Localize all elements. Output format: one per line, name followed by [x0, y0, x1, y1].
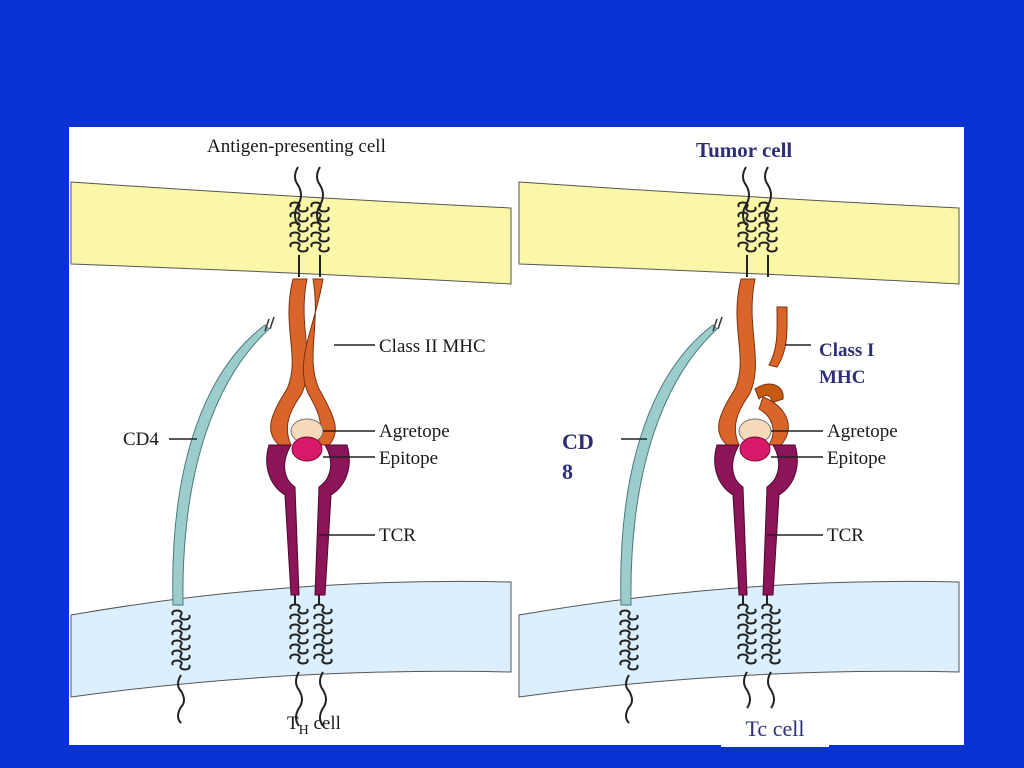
right-mhc-label-line1: Class I	[819, 340, 874, 361]
th-label-main: T	[287, 713, 299, 734]
right-mhc-mask	[771, 277, 803, 307]
right-epitope-label: Epitope	[827, 448, 886, 469]
left-bottom-coils	[171, 595, 333, 727]
left-agretope-label: Agretope	[379, 421, 450, 442]
right-tcr-beta	[762, 444, 798, 596]
right-bottom-coils	[619, 595, 781, 724]
right-bottom-membrane	[518, 580, 960, 698]
left-bottom-membrane	[70, 580, 512, 698]
left-cd4-label: CD4	[123, 429, 159, 450]
right-mhc-label-line2: MHC	[819, 367, 865, 388]
tc-cell-label: Tc cell	[721, 710, 829, 747]
left-cd4	[172, 324, 270, 606]
right-top-coils	[737, 166, 778, 277]
left-top-coils	[289, 166, 330, 277]
right-leader-lines	[621, 344, 823, 536]
left-epitope-label: Epitope	[379, 448, 438, 469]
right-agretope-label: Agretope	[827, 421, 898, 442]
left-tcr-label: TCR	[379, 525, 416, 546]
left-mhc-label: Class II MHC	[379, 336, 486, 357]
left-leader-lines	[169, 344, 375, 536]
right-cd8-label-line2: 8	[562, 459, 573, 484]
left-top-cell-label: Antigen-presenting cell	[207, 136, 386, 157]
left-tcr-alpha	[266, 444, 300, 596]
diagram-panel: Antigen-presenting cell Class II MHC CD4…	[69, 127, 964, 747]
right-tcr-label: TCR	[827, 525, 864, 546]
th-label-rest: cell	[309, 713, 341, 734]
right-tcr-alpha	[714, 444, 748, 596]
left-cd4-tick	[264, 316, 275, 332]
left-bottom-cell-label: TH cell	[287, 713, 341, 738]
right-cd8	[620, 324, 718, 606]
tcr-mhc-diagram: Antigen-presenting cell Class II MHC CD4…	[70, 136, 960, 738]
left-epitope	[291, 436, 323, 462]
right-cd8-label-line1: CD	[562, 429, 594, 454]
right-top-cell-label: Tumor cell	[696, 138, 792, 162]
th-label-sub: H	[299, 723, 309, 738]
left-tcr-beta	[314, 444, 350, 596]
left-diagram	[70, 166, 512, 727]
right-diagram	[518, 166, 960, 724]
right-cd8-tick	[712, 316, 723, 332]
right-epitope	[739, 436, 771, 462]
right-mhc-beta-fragment	[768, 306, 788, 368]
